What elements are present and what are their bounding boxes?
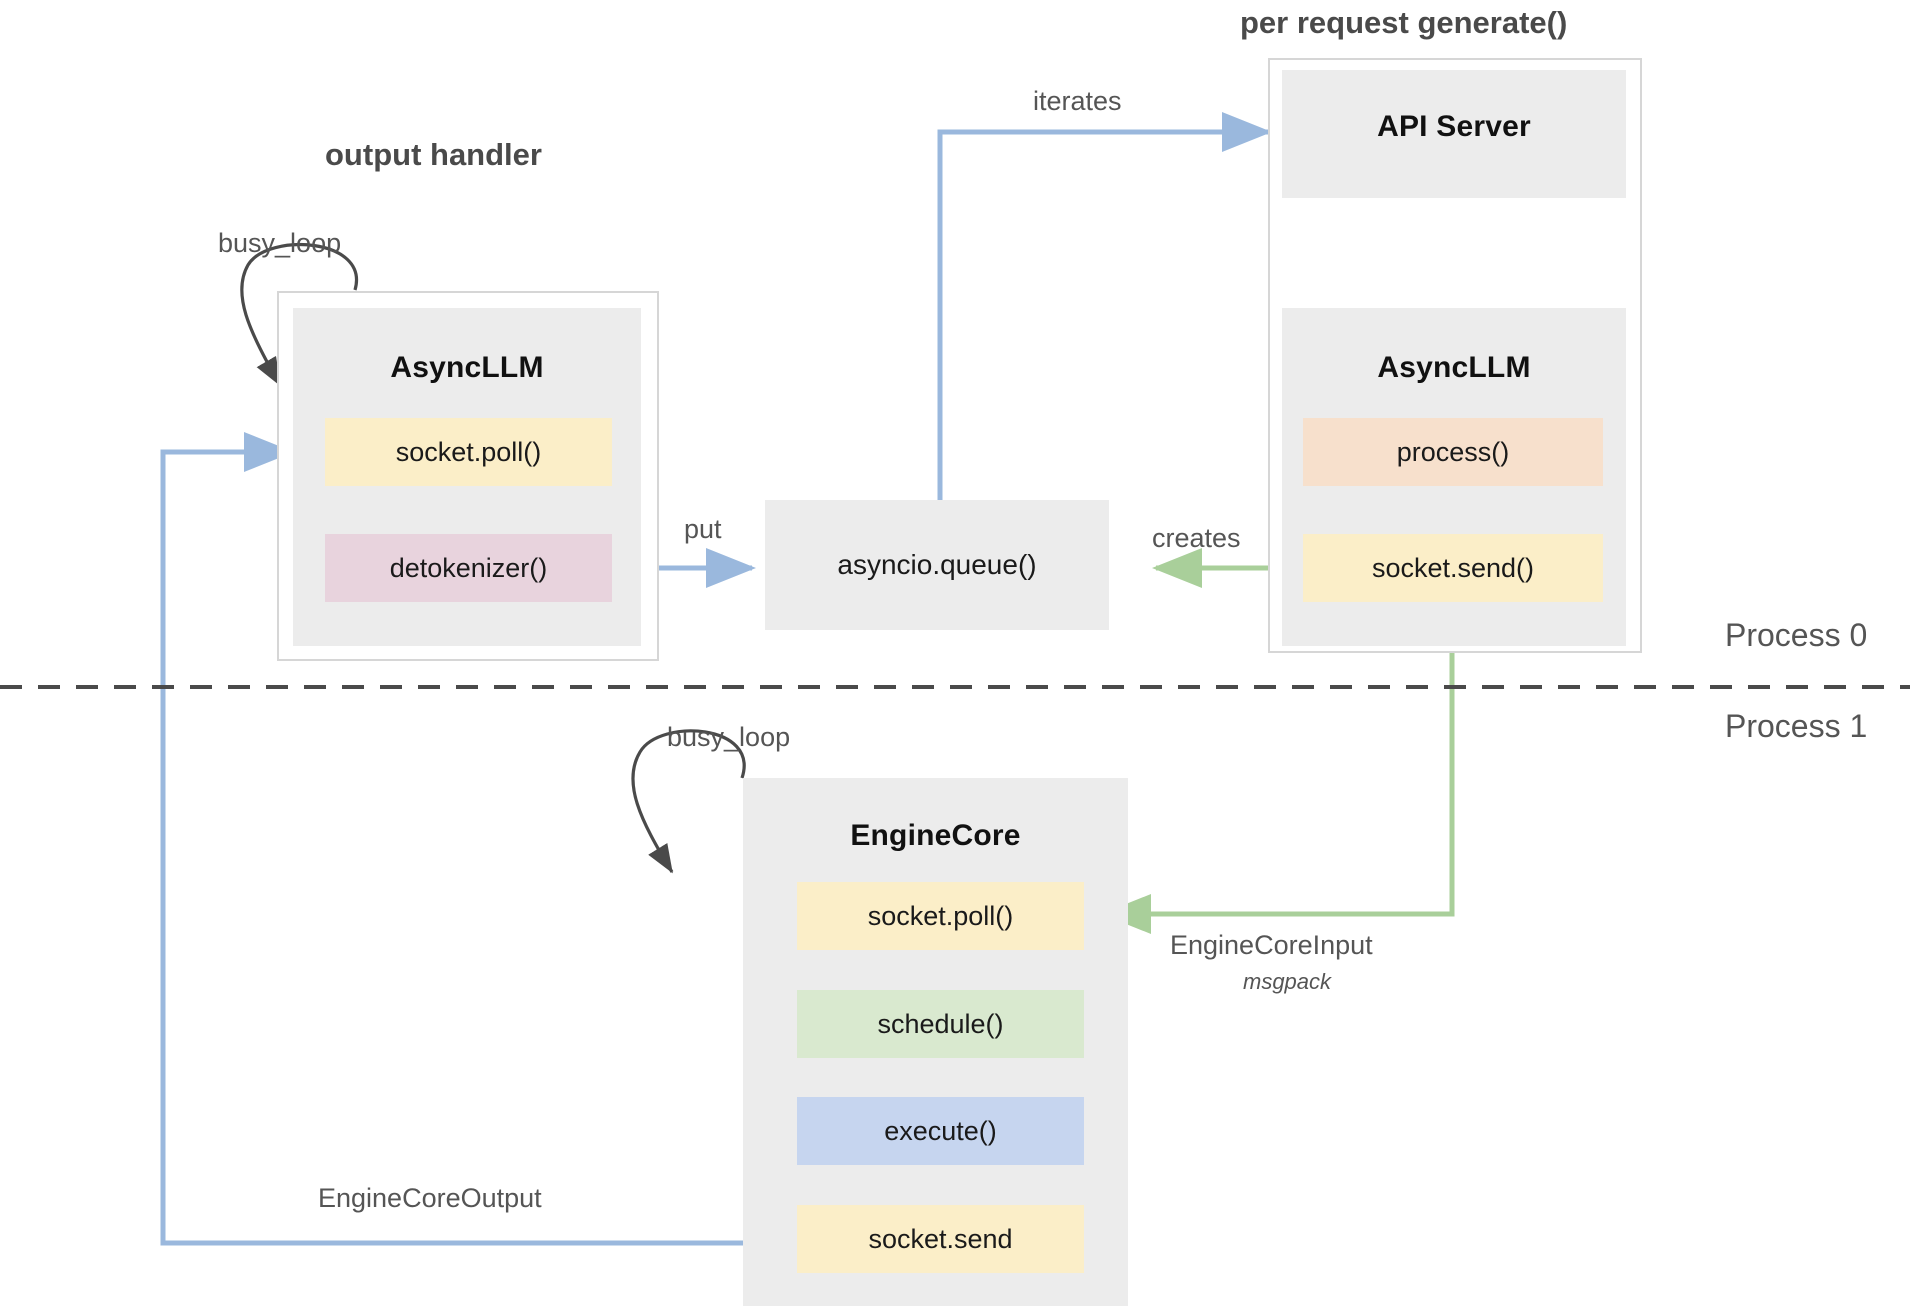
chip-socket-send-engine-core[interactable]: socket.send xyxy=(797,1205,1084,1273)
asyncllm-left-title: AsyncLLM xyxy=(390,351,544,384)
engine-core-input-sublabel: msgpack xyxy=(1243,969,1332,994)
put-label: put xyxy=(684,514,722,544)
chip-socket-send-asyncllm[interactable]: socket.send() xyxy=(1303,534,1603,602)
api-server-title: API Server xyxy=(1377,110,1531,143)
chip-schedule[interactable]: schedule() xyxy=(797,990,1084,1058)
asyncio-queue-box[interactable]: asyncio.queue() xyxy=(765,500,1109,630)
engine-core-title: EngineCore xyxy=(850,819,1021,852)
engine-core-output-label: EngineCoreOutput xyxy=(318,1183,542,1213)
output-handler-title: output handler xyxy=(325,137,542,172)
busy-loop-label-core: busy_loop xyxy=(667,722,791,752)
creates-label: creates xyxy=(1152,523,1241,553)
asyncllm-right-title: AsyncLLM xyxy=(1377,351,1531,384)
per-request-title: per request generate() xyxy=(1240,5,1568,40)
iterates-label: iterates xyxy=(1033,86,1122,116)
iterates-wire xyxy=(937,112,1273,505)
engine-core-input-label: EngineCoreInput xyxy=(1170,930,1373,960)
api-server-block: API Server xyxy=(1282,70,1626,198)
process-1-label: Process 1 xyxy=(1725,708,1868,744)
chip-socket-poll-engine-core[interactable]: socket.poll() xyxy=(797,882,1084,950)
chip-process[interactable]: process() xyxy=(1303,418,1603,486)
process-0-label: Process 0 xyxy=(1725,617,1868,653)
chip-socket-poll-output-handler[interactable]: socket.poll() xyxy=(325,418,612,486)
chip-detokenizer[interactable]: detokenizer() xyxy=(325,534,612,602)
chip-execute[interactable]: execute() xyxy=(797,1097,1084,1165)
busy-loop-label-left: busy_loop xyxy=(218,228,342,258)
